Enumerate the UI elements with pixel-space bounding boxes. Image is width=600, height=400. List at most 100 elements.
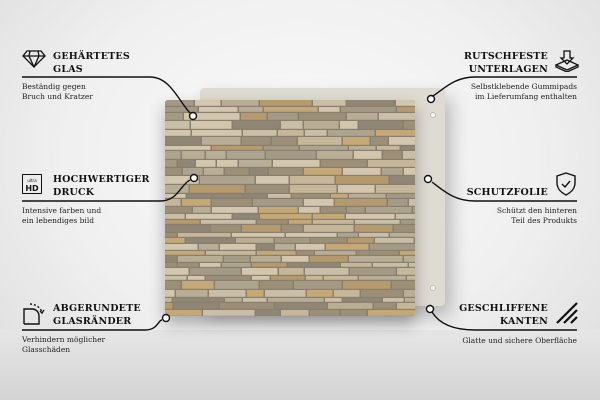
stone-slab <box>241 113 267 120</box>
stone-slab <box>165 137 201 145</box>
stone-slab <box>294 281 342 289</box>
stone-slab <box>242 225 281 232</box>
stone-slab <box>348 238 374 243</box>
stone-slab <box>311 238 347 243</box>
stone-slab <box>165 185 189 193</box>
stone-slab <box>222 100 259 106</box>
stone-slab <box>259 207 298 213</box>
stone-slab <box>338 185 375 193</box>
stone-slab <box>243 130 277 136</box>
stone-slab <box>176 290 208 297</box>
stone-slab <box>387 194 415 198</box>
stone-slab <box>165 225 210 232</box>
stone-slab <box>373 263 408 267</box>
stone-slab <box>376 185 415 193</box>
stone-slab <box>292 194 330 198</box>
stone-slab <box>359 233 389 237</box>
stone-slab <box>268 194 291 198</box>
stone-slab <box>173 298 224 302</box>
stone-slab <box>209 290 246 297</box>
stone-slab <box>343 298 382 302</box>
stone-slab <box>290 185 337 193</box>
stone-slab <box>165 281 181 289</box>
stone-slab <box>382 168 403 175</box>
stone-slab <box>396 100 415 106</box>
stone-slab <box>200 263 221 267</box>
stone-slab <box>350 268 396 275</box>
stone-slab <box>328 303 373 309</box>
stone-slab <box>371 137 388 145</box>
stone-slab <box>264 107 318 112</box>
stone-wall-glass-image <box>165 100 415 316</box>
stone-slab <box>304 121 339 129</box>
stone-slab <box>265 290 306 297</box>
shield-check-icon <box>556 172 576 196</box>
stone-slab <box>174 303 219 309</box>
stone-slab <box>335 199 387 206</box>
stone-slab <box>165 100 194 106</box>
stone-slab <box>165 130 191 136</box>
stone-slab <box>269 168 303 175</box>
stone-slab <box>236 238 274 243</box>
stone-slab <box>165 251 205 255</box>
stone-slab <box>165 298 172 302</box>
stone-slab <box>376 130 415 136</box>
stone-slab <box>354 151 382 159</box>
stone-slab <box>233 121 280 129</box>
stone-slab <box>165 107 198 112</box>
stone-slab <box>375 238 414 243</box>
stone-slab <box>290 176 335 184</box>
stone-slab <box>252 263 287 267</box>
stone-slab <box>401 220 415 224</box>
stone-slab <box>251 256 281 262</box>
stone-slab <box>203 310 255 316</box>
stone-slab <box>192 130 242 136</box>
stone-slab <box>199 244 219 250</box>
stone-slab <box>304 199 334 206</box>
stone-slab <box>187 194 243 198</box>
pads-icon <box>555 50 579 72</box>
stone-slab <box>273 160 320 167</box>
stone-slab <box>260 214 312 219</box>
stone-slab <box>397 268 415 275</box>
stone-slab <box>347 207 365 213</box>
stone-slab <box>165 160 177 167</box>
stone-slab <box>196 160 216 167</box>
stone-slab <box>256 176 289 184</box>
stone-slab <box>266 151 316 159</box>
stone-slab <box>390 233 415 237</box>
stone-slab <box>404 256 415 262</box>
stone-slab <box>220 244 256 250</box>
stone-slab <box>347 100 395 106</box>
stone-slab <box>165 238 185 243</box>
stone-slab <box>211 225 241 232</box>
mount-hole <box>430 112 436 118</box>
stone-slab <box>212 207 258 213</box>
stone-slab <box>202 137 241 145</box>
stone-slab <box>184 113 240 120</box>
stone-slab <box>222 263 251 267</box>
stone-slab <box>206 276 251 280</box>
stone-slab <box>165 233 177 237</box>
stone-slab <box>201 220 256 224</box>
stone-slab <box>190 268 241 275</box>
stone-slab <box>405 298 415 302</box>
stone-slab <box>182 199 211 206</box>
stone-slab <box>397 303 415 309</box>
stone-slab <box>343 168 381 175</box>
floor-background <box>0 330 600 400</box>
stone-slab <box>260 100 312 106</box>
stone-slab <box>183 168 203 175</box>
stone-slab <box>336 176 389 184</box>
stone-slab <box>239 107 263 112</box>
stone-slab <box>165 256 177 262</box>
stone-slab <box>310 310 340 316</box>
stone-slab <box>383 298 404 302</box>
rounded-corner-icon <box>23 303 45 325</box>
stone-slab <box>343 137 370 145</box>
